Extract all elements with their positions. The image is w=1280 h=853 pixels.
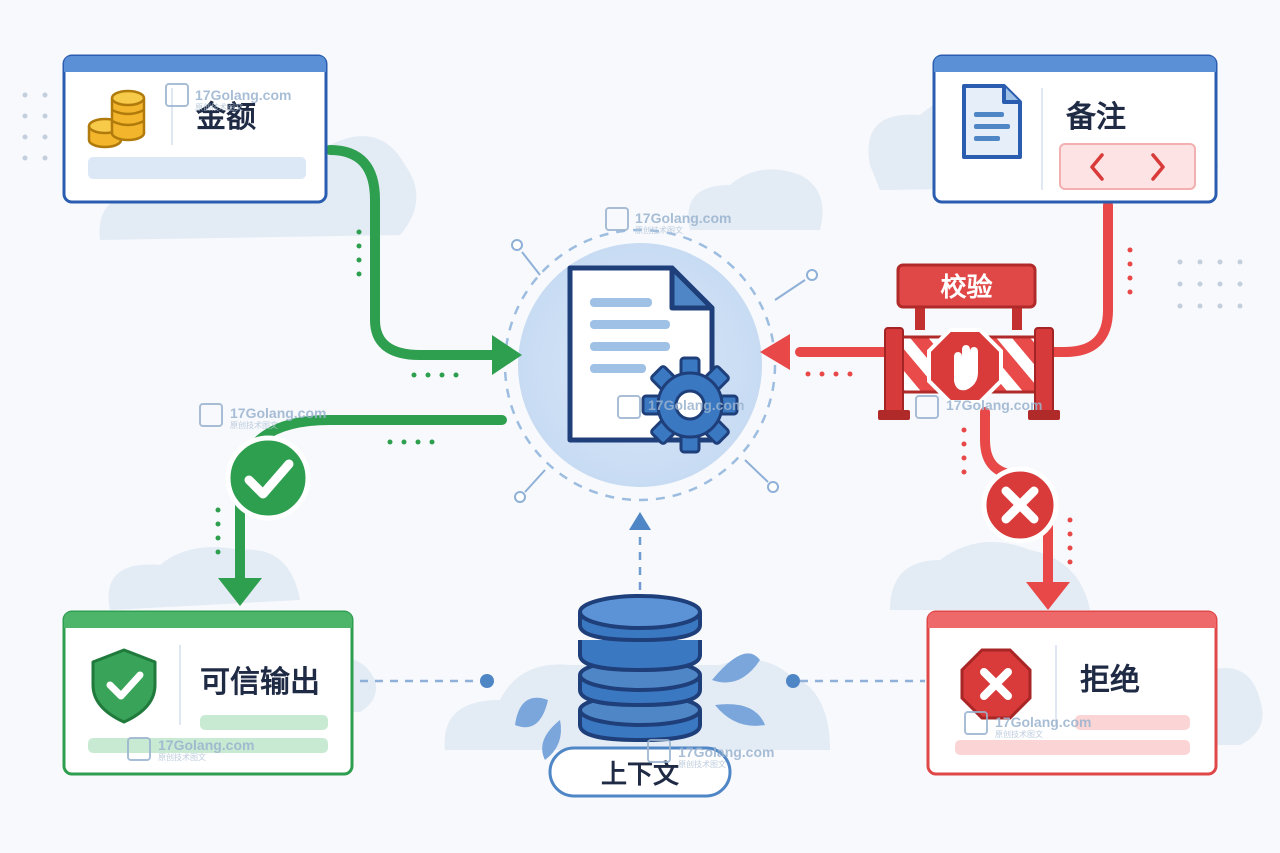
svg-text:17Golang.com: 17Golang.com: [195, 87, 291, 103]
svg-text:17Golang.com: 17Golang.com: [946, 397, 1042, 413]
watermark: 17Golang.com 原创技术图文: [647, 739, 774, 769]
watermark: 17Golang.com 原创技术图文: [127, 737, 254, 762]
decor-dots-right: [1177, 259, 1243, 309]
shield-check-icon: [91, 648, 157, 724]
svg-text:17Golang.com: 17Golang.com: [648, 397, 744, 413]
watermark: 17Golang.com 原创技术图文: [199, 403, 326, 430]
reject-label: 拒绝: [1080, 663, 1140, 698]
context-label: 上下文: [601, 759, 680, 790]
stop-hand-icon: [927, 328, 1003, 404]
leaf-icon: [515, 653, 765, 760]
watermarks: 17Golang.com 原创技术图文 17Golang.com 原创技术图文 …: [127, 83, 1091, 769]
document-icon: [962, 84, 1022, 159]
context-connectors: [360, 512, 925, 688]
coins-icon: [87, 89, 146, 149]
document-gear-icon: [567, 265, 739, 454]
watermark: 17Golang.com: [915, 395, 1042, 419]
svg-text:原创技术图文: 原创技术图文: [158, 752, 206, 762]
watermark: 17Golang.com 原创技术图文: [165, 83, 291, 112]
database-icon: [578, 594, 702, 743]
svg-text:原创技术图文: 原创技术图文: [678, 759, 726, 769]
card-reject: 拒绝: [926, 610, 1218, 776]
svg-text:17Golang.com: 17Golang.com: [230, 405, 326, 421]
flow-remark-to-core: [760, 200, 1133, 377]
stop-x-icon: [960, 648, 1032, 720]
check-circle-icon: [225, 435, 311, 521]
svg-text:原创技术图文: 原创技术图文: [995, 729, 1043, 739]
card-amount: 金额: [62, 54, 328, 204]
code-brackets-icon: [1059, 143, 1196, 190]
svg-text:17Golang.com: 17Golang.com: [158, 737, 254, 753]
flow-core-to-trusted: [215, 415, 507, 606]
validation-label: 校验: [940, 272, 992, 303]
validation-gate: 校验: [878, 263, 1060, 420]
card-remark: 备注: [932, 54, 1218, 204]
card-trusted-output: 可信输出: [62, 610, 354, 776]
amount-label: 金额: [195, 100, 256, 135]
svg-text:原创技术图文: 原创技术图文: [195, 102, 243, 112]
svg-text:原创技术图文: 原创技术图文: [635, 225, 683, 235]
svg-text:17Golang.com: 17Golang.com: [678, 744, 774, 760]
flow-amount-to-core: [325, 145, 522, 378]
svg-text:17Golang.com: 17Golang.com: [995, 714, 1091, 730]
svg-text:原创技术图文: 原创技术图文: [230, 420, 278, 430]
svg-text:17Golang.com: 17Golang.com: [635, 210, 731, 226]
watermark: 17Golang.com 原创技术图文: [964, 711, 1091, 739]
decor-dots-left: [22, 92, 48, 161]
x-circle-icon: [981, 466, 1059, 544]
remark-label: 备注: [1066, 100, 1126, 135]
watermark: 17Golang.com 原创技术图文: [605, 207, 731, 235]
trusted-output-label: 可信输出: [200, 665, 320, 700]
watermark: 17Golang.com: [617, 395, 744, 419]
core-processor: [503, 228, 818, 503]
context-node: 上下文: [515, 594, 765, 798]
flow-validation-to-reject: [961, 407, 1073, 610]
